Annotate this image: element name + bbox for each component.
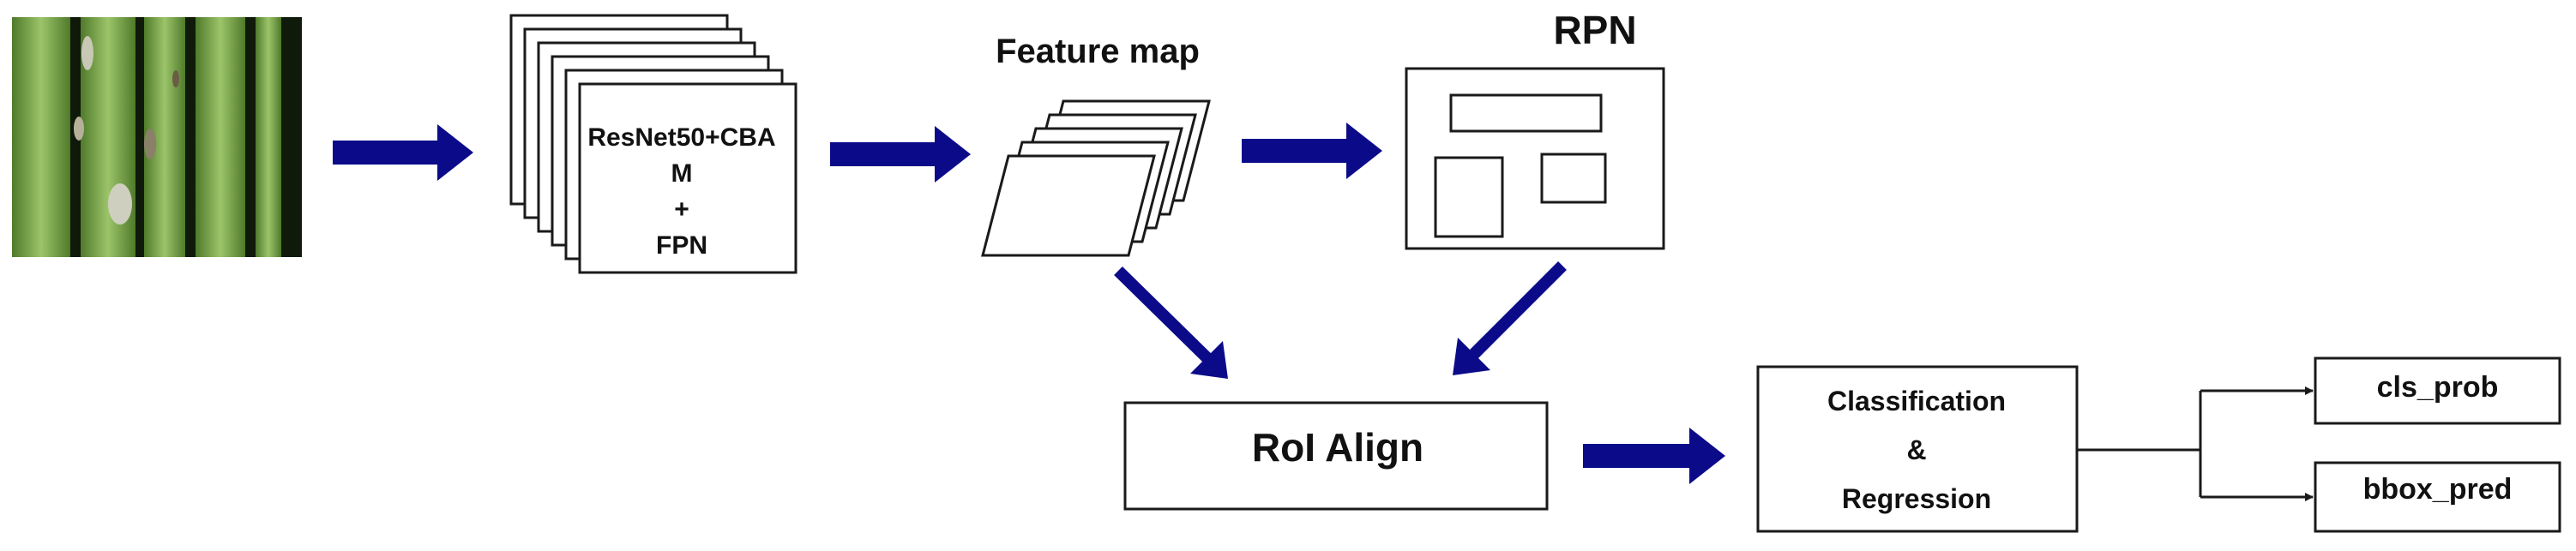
roi-align-label: RoI Align xyxy=(1251,425,1424,470)
arrow-feature-map-to-roi xyxy=(1114,267,1228,379)
output-connectors xyxy=(2077,386,2314,501)
rpn-box xyxy=(1405,67,1665,250)
cls-prob-label: cls_prob xyxy=(2376,371,2499,404)
roi-align-box xyxy=(1123,401,1549,511)
input-image xyxy=(12,17,302,257)
arrow-feature-map-to-rpn xyxy=(1242,123,1382,179)
rpn-label: RPN xyxy=(1553,8,1637,52)
feature-map-stack xyxy=(981,99,1211,257)
head-box xyxy=(1756,365,2079,533)
arrow-rpn-to-roi xyxy=(1453,261,1567,375)
backbone-label: ResNet50+CBA M + FPN xyxy=(587,123,776,260)
head-label: Classification & Regression xyxy=(1827,386,2007,514)
cls-prob-box xyxy=(2314,356,2561,425)
bbox-pred-box xyxy=(2314,461,2561,533)
bbox-pred-label: bbox_pred xyxy=(2362,473,2513,506)
arrow-roi-to-head xyxy=(1583,428,1725,484)
feature-map-label: Feature map xyxy=(996,33,1200,70)
arrow-image-to-backbone xyxy=(333,124,473,181)
arrow-backbone-to-feature-map xyxy=(830,126,971,183)
backbone-stack xyxy=(509,14,797,274)
